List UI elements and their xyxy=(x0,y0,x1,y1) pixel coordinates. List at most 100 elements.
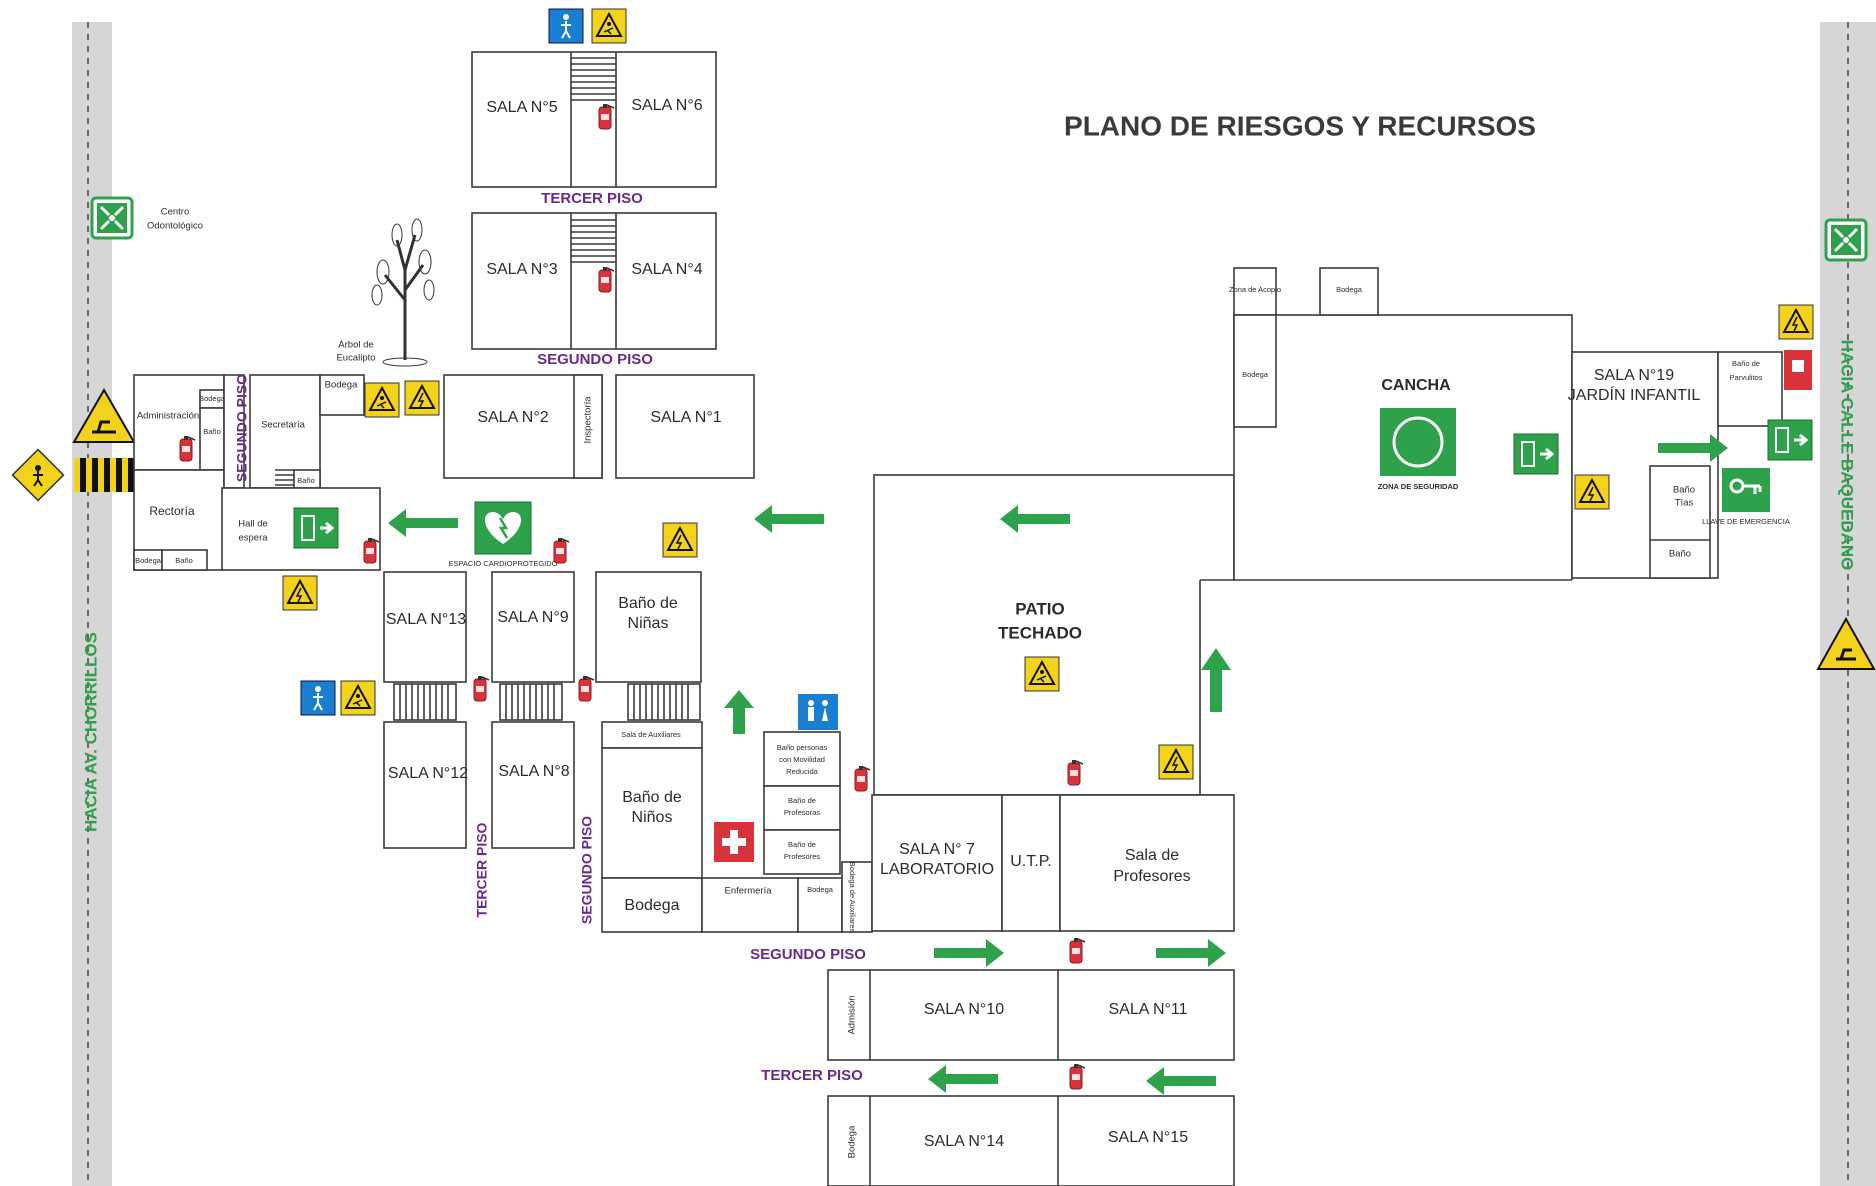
assembly-point-icon xyxy=(1824,218,1868,262)
exit-icon xyxy=(1766,418,1814,462)
arrow-icon xyxy=(1658,434,1728,462)
room-inspectoria: Inspectoría xyxy=(583,396,594,444)
floor-label-third: TERCER PISO xyxy=(541,190,643,207)
room-sala9: SALA N°9 xyxy=(497,609,568,626)
room-box-auxiliares xyxy=(601,721,703,749)
room-bano-admin: Baño xyxy=(203,427,221,436)
stairs xyxy=(571,219,616,263)
room-sala14: SALA N°14 xyxy=(924,1133,1004,1150)
arrow-icon xyxy=(934,939,1004,967)
slip-hazard-icon xyxy=(591,8,627,44)
room-utp: U.T.P. xyxy=(1010,853,1052,870)
room-sala8: SALA N°8 xyxy=(498,763,569,780)
room-bano-ninas-1: Baño de xyxy=(618,595,678,612)
room-bodega-rectoria: Bodega xyxy=(135,556,162,565)
room-box-sala13 xyxy=(383,571,467,683)
floor-label-second: SEGUNDO PISO xyxy=(537,351,653,368)
room-bano-profesoras-2: Profesoras xyxy=(784,808,821,817)
fire-extinguisher-icon xyxy=(553,537,570,564)
room-bano-ninas-2: Niñas xyxy=(628,615,669,632)
block-sala5-6 xyxy=(471,51,717,188)
room-sala12: SALA N°12 xyxy=(388,765,468,782)
room-box-patio xyxy=(873,474,1235,796)
room-box-sala12 xyxy=(383,721,467,849)
room-secretaria: Secretaría xyxy=(261,420,306,431)
arrow-icon xyxy=(1201,648,1231,712)
room-sala13: SALA N°13 xyxy=(386,611,466,628)
stairs xyxy=(275,469,294,486)
room-bano-secretaria: Baño xyxy=(297,476,315,485)
left-street-label: HACIA AV. CHORRILLOS xyxy=(81,632,100,832)
room-bano-profesores-2: Profesores xyxy=(784,852,821,861)
room-bodega-cancha-2: Bodega xyxy=(1242,370,1269,379)
room-bano-parvulitos-1: Baño de xyxy=(1732,359,1760,368)
handrail-icon xyxy=(300,680,336,716)
stairs xyxy=(393,683,457,721)
room-bodega-secretaria: Bodega xyxy=(325,380,358,391)
dental-center-label-2: Odontológico xyxy=(147,221,203,232)
arrow-icon xyxy=(1146,1067,1216,1095)
pedestrian-warning-icon xyxy=(1816,616,1876,670)
room-box-sala1 xyxy=(615,374,755,479)
exit-icon xyxy=(1512,432,1560,476)
sign-zona-seguridad: ZONA DE SEGURIDAD xyxy=(1378,482,1459,491)
floor-label-second-south: SEGUNDO PISO xyxy=(750,946,866,963)
room-sala10: SALA N°10 xyxy=(924,1001,1004,1018)
slip-hazard-icon xyxy=(1024,656,1060,692)
room-bodega-cancha: Bodega xyxy=(1336,285,1363,294)
floor-label-second-west: SEGUNDO PISO xyxy=(579,816,595,924)
room-box-bano-profesores xyxy=(763,829,841,875)
room-sala-profesores-1: Sala de xyxy=(1125,847,1179,864)
electrical-hazard-icon xyxy=(282,575,318,611)
sign-llave: LLAVE DE EMERGENCIA xyxy=(1702,517,1790,526)
block-sala10-11 xyxy=(827,969,1235,1061)
electrical-hazard-icon xyxy=(1574,474,1610,510)
room-admision: Admisión xyxy=(847,995,858,1034)
room-sala-profesores-2: Profesores xyxy=(1113,868,1190,885)
room-sala11: SALA N°11 xyxy=(1108,1001,1187,1018)
page-title: PLANO DE RIESGOS Y RECURSOS xyxy=(1064,110,1536,141)
safe-zone-icon xyxy=(1380,408,1456,476)
pedestrian-warning-icon xyxy=(11,448,65,502)
right-street-label: HACIA CALLE BAQUEDANO xyxy=(1838,340,1857,571)
room-sala5: SALA N°5 xyxy=(486,99,557,116)
assembly-point-icon xyxy=(90,196,134,240)
tree-label-1: Árbol de xyxy=(338,340,373,351)
room-sala19-1: SALA N°19 xyxy=(1594,367,1674,384)
slip-hazard-icon xyxy=(340,680,376,716)
arrow-icon xyxy=(754,505,824,533)
room-sala15: SALA N°15 xyxy=(1108,1129,1188,1146)
dental-center-label-1: Centro xyxy=(161,207,190,218)
sign-cardio: ESPACIO CARDIOPROTEGIDO xyxy=(448,559,557,568)
room-rectoria: Rectoría xyxy=(149,504,195,518)
room-bano-movilidad-2: con Movilidad xyxy=(779,755,825,764)
fire-extinguisher-icon xyxy=(854,765,871,792)
room-bano-ninos-2: Niños xyxy=(632,809,673,826)
room-sala7-2: LABORATORIO xyxy=(880,861,994,878)
room-bodega-auxiliares: Bodega de Auxiliares xyxy=(848,862,857,933)
fire-alarm-icon xyxy=(1784,350,1812,390)
room-bano-movilidad-1: Baño personas xyxy=(777,743,828,752)
room-bano-parvulitos-2: Parvulitos xyxy=(1730,373,1763,382)
room-box-bano-profesoras xyxy=(763,785,841,831)
room-bodega-admin: Bodega xyxy=(199,394,226,403)
electrical-hazard-icon xyxy=(1778,304,1814,340)
room-box-sala9 xyxy=(491,571,575,683)
arrow-icon xyxy=(1000,505,1070,533)
room-hall-1: Hall de xyxy=(238,519,268,530)
arrow-icon xyxy=(388,509,458,537)
room-sala4: SALA N°4 xyxy=(631,261,702,278)
fire-extinguisher-icon xyxy=(578,675,595,702)
room-bano-profesores-1: Baño de xyxy=(788,840,816,849)
slip-hazard-icon xyxy=(364,382,400,418)
room-bano-profesoras-1: Baño de xyxy=(788,796,816,805)
room-bodega-south: Bodega xyxy=(624,897,679,914)
room-bodega-enfermeria: Bodega xyxy=(807,885,834,894)
room-patio-2: TECHADO xyxy=(998,623,1082,642)
crosswalk xyxy=(74,458,134,492)
room-bano-tias-2: Tías xyxy=(1675,498,1694,509)
room-bodega-south-2: Bodega xyxy=(847,1125,858,1158)
room-sala6: SALA N°6 xyxy=(631,97,702,114)
tree-label-2: Eucalipto xyxy=(336,353,375,364)
arrow-icon xyxy=(724,690,754,734)
